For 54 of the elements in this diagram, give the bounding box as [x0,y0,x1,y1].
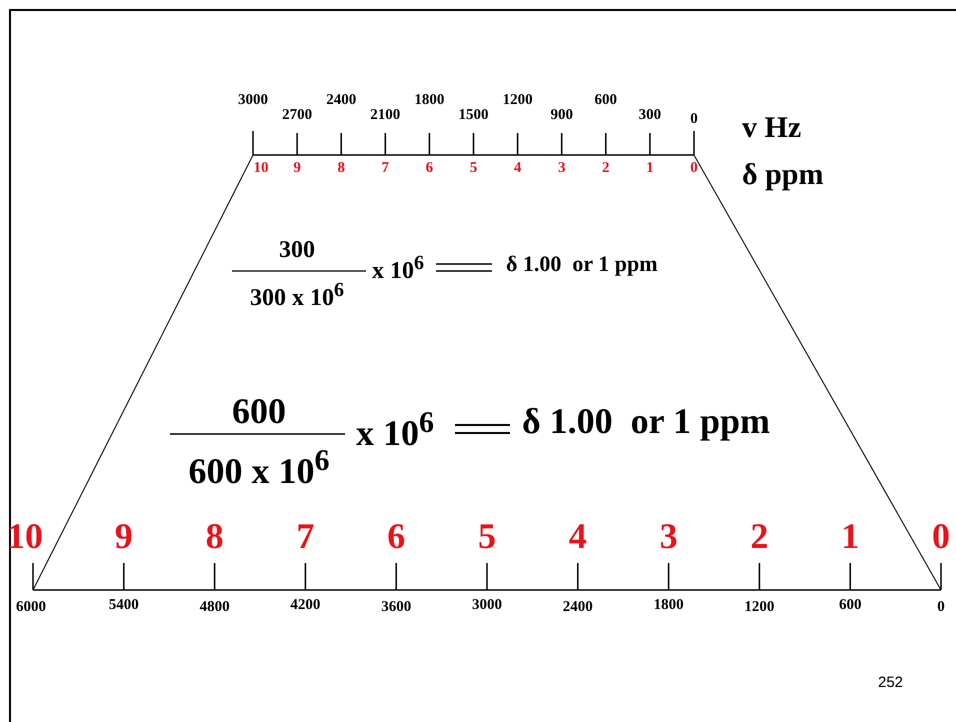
hz-tick-label: 2100 [370,108,400,123]
numerator: 300 [279,238,315,262]
hz-tick-label: 1800 [414,93,444,108]
ppm-tick-label: 7 [296,518,314,554]
ppm-tick-label: 9 [114,518,133,554]
ppm-tick-label: 4 [568,518,587,554]
ppm-tick-label: 4 [514,161,522,176]
hz-tick-label: 2400 [326,93,356,108]
ppm-tick-label: 6 [426,161,434,176]
ppm-tick-label: 2 [750,518,768,554]
ppm-tick-label: 1 [646,161,654,176]
ppm-tick-label: 7 [382,161,390,176]
equation-result: δ 1.00 or 1 ppm [506,253,658,275]
ppm-tick-label: 8 [206,518,224,554]
multiplier-text: x 10$^{6}$ [356,408,434,451]
ppm-tick-label: 3 [660,518,678,554]
hz-tick-label: 1200 [502,93,533,108]
page-number: 252 [878,675,904,690]
equation-result: δ 1.00 or 1 ppm [522,403,770,439]
hz-tick-label: 0 [690,112,698,127]
hz-tick-label: 3000 [472,598,502,613]
axis-unit-label: δ ppm [742,160,824,190]
ppm-tick-label: 0 [932,518,950,554]
hz-tick-label: 4200 [290,598,320,613]
hz-tick-label: 300 [638,108,662,123]
ppm-tick-label: 0 [690,161,698,176]
axis-unit-label: v Hz [742,113,802,143]
ppm-tick-label: 5 [478,518,496,554]
ppm-tick-label: 5 [470,161,478,176]
ppm-tick-label: 2 [602,161,610,176]
ppm-tick-label: 1 [841,518,860,554]
hz-tick-label: 600 [594,93,618,108]
hz-tick-label: 4800 [200,600,230,615]
denominator: 300 x 10$^{6}$ [250,280,344,310]
hz-tick-label: 600 [838,598,862,613]
denominator: 600 x 10$^{6}$ [188,446,330,489]
hz-tick-label: 6000 [16,600,46,615]
numerator: 600 [232,393,286,429]
hz-tick-label: 1200 [744,600,774,615]
hz-tick-label: 2700 [282,108,312,123]
hz-tick-label: 1500 [458,108,488,123]
hz-tick-label: 3000 [238,93,268,108]
hz-tick-label: 5400 [108,598,139,613]
ppm-tick-label: 6 [387,518,406,554]
hz-tick-label: 3600 [381,600,412,615]
multiplier-text: x 10$^{6}$ [372,253,424,283]
hz-tick-label: 900 [550,108,573,123]
ppm-tick-label: 10 [254,161,268,176]
ppm-tick-label: 8 [337,161,345,176]
ppm-tick-label: 3 [558,161,566,176]
hz-tick-label: 1800 [654,598,684,613]
hz-tick-label: 2400 [562,600,593,615]
ppm-tick-label: 9 [293,161,301,176]
hz-tick-label: 0 [937,600,945,615]
